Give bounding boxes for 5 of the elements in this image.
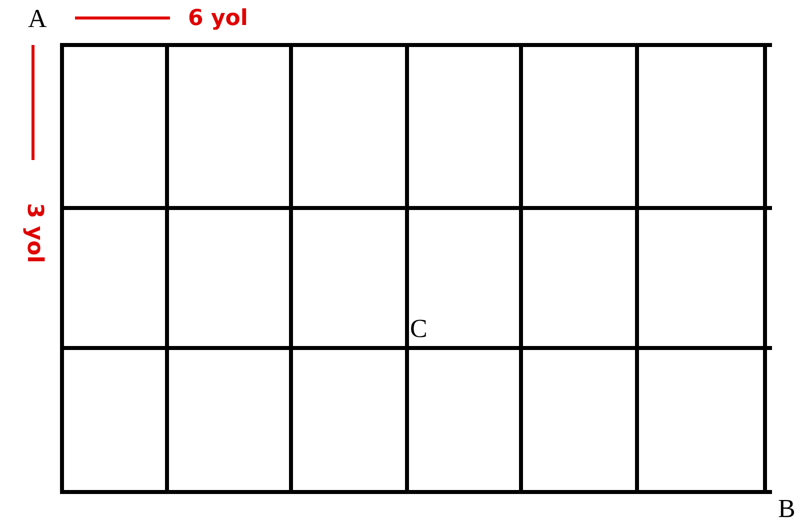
point-label: C bbox=[410, 316, 428, 342]
distance-label: 6 yol bbox=[188, 8, 248, 30]
point-label: A bbox=[28, 6, 47, 32]
distance-label: 3 yol bbox=[22, 203, 45, 263]
point-label: B bbox=[778, 496, 796, 522]
